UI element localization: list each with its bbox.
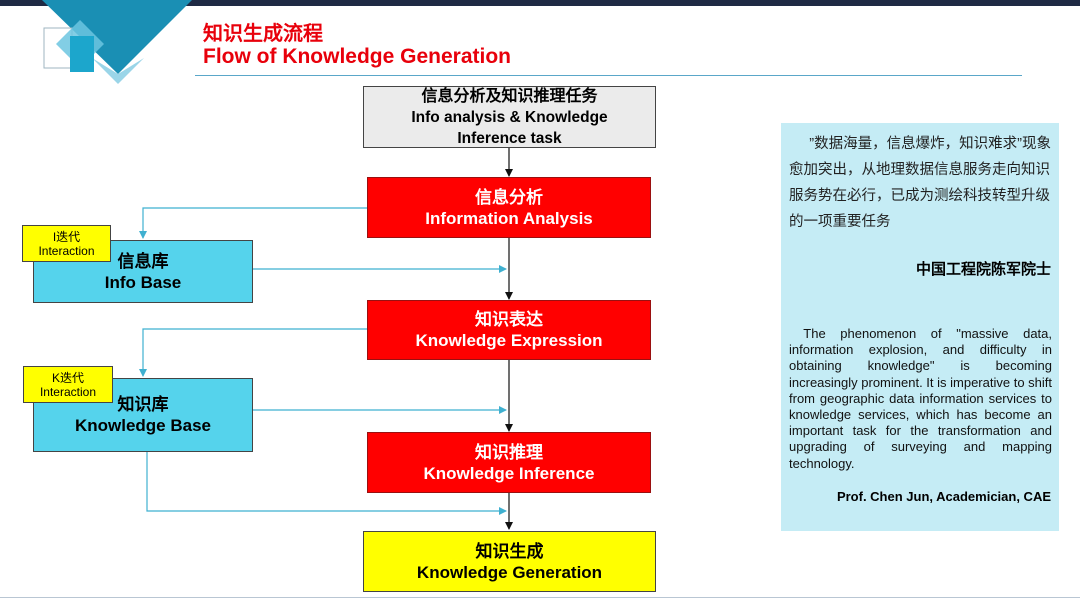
title-underline [195,75,1022,76]
knowledge-expression-box: 知识表达 Knowledge Expression [367,300,651,360]
arrow-kbase-to-generation [146,452,507,515]
quote-author-cn: 中国工程院陈军院士 [915,261,1051,278]
arrow-expression-to-kbase [139,328,367,377]
quote-panel [781,123,1059,531]
logo-icon [42,0,192,84]
top-border [0,0,1080,6]
bottom-divider [0,597,1080,598]
i-iteration-tag: I迭代 Interaction [22,225,111,262]
k-iteration-tag: K迭代 Interaction [23,366,113,403]
knowledge-generation-box: 知识生成 Knowledge Generation [363,531,656,592]
page-title-en: Flow of Knowledge Generation [203,45,512,68]
quote-cn: ”数据海量，信息爆炸，知识难求”现象愈加突出，从地理数据信息服务走向知识服务势在… [789,136,1051,230]
quote-en: The phenomenon of "massive data, informa… [789,326,1052,471]
information-analysis-box: 信息分析 Information Analysis [367,177,651,238]
page-title-cn: 知识生成流程 [203,23,323,45]
task-box: 信息分析及知识推理任务 Info analysis & Knowledge In… [363,86,656,148]
knowledge-inference-box: 知识推理 Knowledge Inference [367,432,651,493]
arrow-analysis-to-infobase [139,207,367,239]
quote-author-en: Prof. Chen Jun, Academician, CAE [836,489,1051,504]
